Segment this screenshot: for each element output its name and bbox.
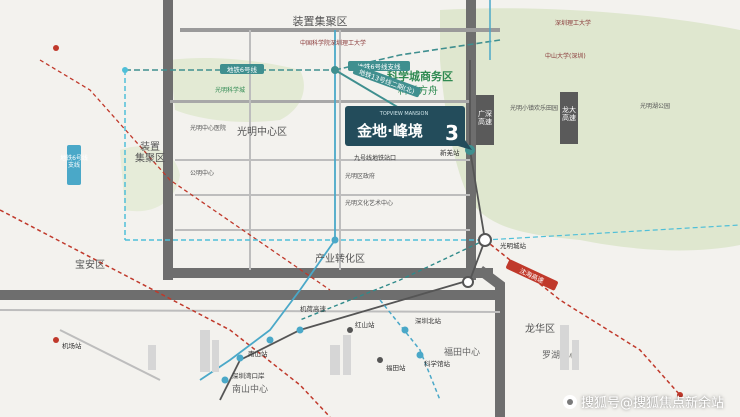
- district-guangming-center: 光明中心区: [237, 125, 287, 138]
- poi-9: 光明湖公园: [640, 102, 670, 110]
- line-teal-south: [299, 239, 486, 321]
- project-brand-en: TOPVIEW MANSION: [379, 111, 429, 117]
- station-label-1: 新羌站: [440, 148, 460, 157]
- poi-0: 中国科学院深圳理工大学: [300, 39, 366, 47]
- station-label-4: 机场站: [62, 341, 82, 350]
- station-dots: [53, 45, 683, 398]
- district-guanlan-left: 装置集聚区: [135, 140, 165, 165]
- station-guangmingcheng: [478, 233, 492, 247]
- station-g: [347, 327, 353, 333]
- line13-north-badge: [352, 64, 422, 98]
- green-area-east: [440, 8, 740, 251]
- watermark: 搜狐号@搜狐焦点新余站: [562, 392, 724, 411]
- station-b: [266, 336, 274, 344]
- line-red-east: [484, 239, 681, 396]
- station-f: [416, 351, 424, 359]
- station-d: [221, 376, 229, 384]
- poi-labels: 中国科学院深圳理工大学 深圳理工大学 中山大学(深圳) 光明科学城 光明中心医院…: [190, 19, 670, 207]
- station-east: [677, 392, 683, 398]
- station-e: [401, 326, 409, 334]
- district-baoan: 宝安区: [75, 258, 105, 271]
- road-longda-box: [560, 92, 578, 144]
- station-airport: [53, 337, 59, 343]
- road-west-vertical: [163, 0, 173, 280]
- district-longhua: 龙华区: [525, 322, 555, 335]
- station-label-2: 深圳北站: [415, 316, 442, 325]
- project-number: 3: [445, 121, 459, 145]
- station-central: [331, 236, 339, 244]
- district-futian-center: 福田中心: [444, 346, 480, 358]
- watermark-text: 搜狐号@搜狐焦点新余站: [580, 396, 724, 411]
- station-label-8: 科学馆站: [424, 359, 451, 368]
- poi-6: 光明文化艺术中心: [345, 199, 393, 207]
- line6-left-badge: [67, 145, 81, 185]
- line-cyan-center: [199, 30, 336, 381]
- station-labels: 光明城站 新羌站 深圳北站 红山站 机场站 南山站 深圳湾口岸 福田站 科学馆站: [62, 148, 527, 380]
- road-sheng-badge: [506, 259, 558, 291]
- line6-badge: [220, 64, 264, 74]
- line-cyan-south: [379, 299, 441, 401]
- station-a: [296, 326, 304, 334]
- district-science-business: 科学城商务区: [387, 69, 453, 83]
- project-note: 九号线地铁站口: [354, 154, 396, 162]
- road-jihe-label: 机荷高速: [300, 304, 327, 313]
- line-red-southwest: [0, 209, 331, 417]
- station-c: [236, 354, 244, 362]
- poi-1: 深圳理工大学: [555, 19, 591, 27]
- road-guangshen-box: [476, 95, 494, 145]
- project-badge-pointer: [458, 140, 472, 150]
- station-south: [462, 276, 474, 288]
- skyline: [148, 325, 579, 375]
- road-middle: [170, 100, 470, 103]
- project-badge-box: [345, 106, 465, 146]
- road-guangshen-label: 广深高速: [478, 109, 492, 126]
- poi-5: 光明区政府: [345, 172, 375, 180]
- project-name: 金地·峰境: [356, 122, 423, 140]
- station-label-7: 福田站: [386, 363, 406, 372]
- station-label-5: 南山站: [248, 349, 268, 358]
- station-label-3: 红山站: [355, 320, 375, 329]
- line6-label: 地铁6号线: [227, 65, 258, 74]
- road-longda-label: 龙大高速: [562, 105, 576, 122]
- secondary-roads: [0, 30, 501, 381]
- project-badge: TOPVIEW MANSION 金地·峰境 3 九号线地铁站口: [345, 106, 472, 162]
- green-area-science-park: [170, 58, 304, 122]
- station-north-red: [53, 45, 59, 51]
- district-guanlan-top: 装置集聚区: [293, 14, 348, 28]
- poi-2: 中山大学(深圳): [545, 52, 586, 60]
- line6-branch-label: 地铁6号线支线: [357, 62, 401, 71]
- line6-left-label: 地铁6号线支线: [60, 154, 88, 169]
- sohu-logo-icon: [562, 394, 577, 409]
- line-red-west: [39, 59, 331, 291]
- station-label-0: 光明城站: [500, 241, 527, 250]
- station-label-6: 深圳湾口岸: [232, 371, 265, 380]
- district-industry: 产业转化区: [315, 252, 365, 265]
- station-h: [377, 357, 383, 363]
- line-cyan-east: [484, 224, 740, 241]
- station-nw: [122, 67, 128, 73]
- poi-3: 光明科学城: [215, 86, 245, 94]
- station-interchange: [331, 66, 339, 74]
- poi-7: 光明小镇欢乐田园: [510, 104, 558, 112]
- poi-4: 光明中心医院: [190, 124, 226, 132]
- poi-8: 公明中心: [190, 169, 214, 177]
- road-guangshen: [466, 0, 476, 280]
- district-nanshan-center: 南山中心: [232, 383, 268, 395]
- road-south: [163, 268, 493, 278]
- road-jihe: [0, 290, 500, 300]
